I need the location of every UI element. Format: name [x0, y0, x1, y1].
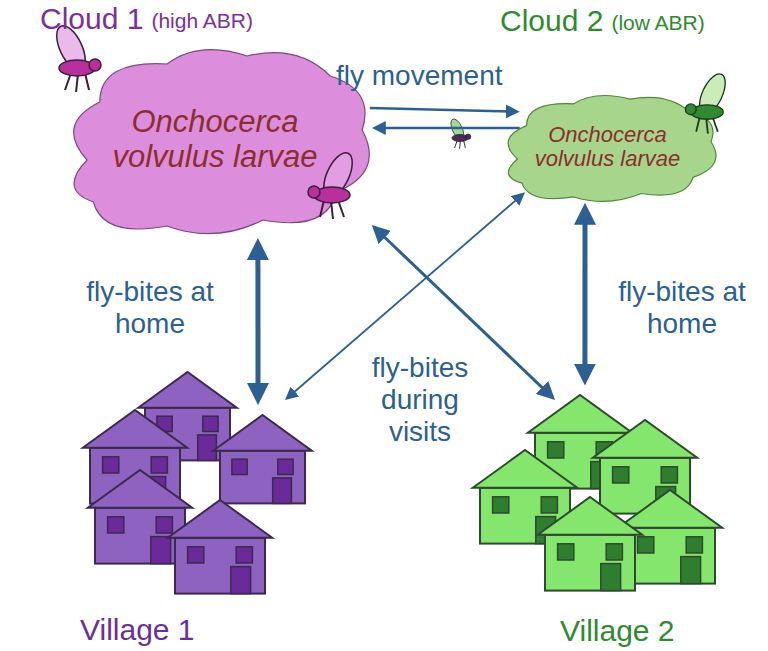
cloud-title: Cloud 2	[500, 4, 603, 38]
house-window	[151, 457, 167, 473]
edge-label: fly-bites at home	[612, 276, 752, 340]
house-roof	[213, 415, 312, 451]
blackfly-icon	[448, 117, 471, 149]
house-wall	[220, 451, 305, 504]
house-window	[188, 547, 204, 563]
cloud-shape	[508, 96, 716, 202]
fly-head	[465, 134, 470, 139]
house-icon	[168, 500, 272, 594]
annotation-label: fly-bites during visits	[355, 352, 485, 449]
house-roof	[528, 395, 632, 433]
house-window	[108, 517, 124, 533]
house-wall	[545, 535, 635, 591]
house-roof	[473, 450, 577, 488]
village-label: Village 2	[560, 614, 675, 648]
house-window	[231, 567, 251, 594]
cloud-region: Cloud 2(low ABR)Onchocerca volvulus larv…	[495, 90, 720, 205]
village-group: Village 1	[65, 370, 310, 610]
cloud-title: Cloud 1	[40, 2, 143, 36]
edge-label: fly movement	[336, 60, 503, 92]
house-roof	[138, 372, 237, 408]
cloud-subtitle: (low ABR)	[611, 11, 704, 35]
house-window	[198, 435, 217, 461]
fly-head	[308, 186, 320, 198]
edge-label: fly-bites at home	[80, 276, 220, 340]
cloud-shape	[74, 50, 370, 234]
house-window	[151, 537, 171, 564]
house-window	[686, 537, 702, 553]
house-window	[601, 564, 621, 591]
house-window	[558, 544, 574, 560]
flow-arrow	[255, 249, 260, 394]
cloud-region: Cloud 1(high ABR)Onchocerca volvulus lar…	[55, 40, 375, 240]
house-window	[638, 537, 654, 553]
cloud-subtitle: (high ABR)	[151, 9, 253, 33]
house-window	[273, 478, 292, 504]
house-roof	[593, 420, 697, 458]
village-group: Village 2	[470, 390, 730, 610]
house-window	[236, 547, 252, 563]
flow-arrow	[379, 127, 520, 130]
house-window	[103, 457, 119, 473]
village-label: Village 1	[80, 613, 195, 647]
flow-arrow	[370, 108, 513, 112]
house-wall	[625, 528, 715, 584]
house-window	[493, 497, 509, 513]
house-window	[278, 459, 293, 474]
larvae-label: Onchocerca volvulus larvae	[513, 123, 703, 172]
house-window	[232, 459, 247, 474]
house-window	[203, 416, 218, 431]
village-houses	[83, 372, 312, 594]
house-window	[548, 442, 564, 458]
house-window	[661, 467, 677, 483]
house-roof	[83, 410, 187, 448]
house-roof	[88, 470, 192, 508]
fly-head	[685, 104, 696, 115]
blackfly-icon	[685, 70, 730, 133]
house-roof	[168, 500, 272, 538]
flow-arrow	[582, 214, 587, 375]
fly-head	[89, 59, 101, 71]
house-window	[606, 544, 622, 560]
house-window	[681, 557, 701, 584]
house-window	[541, 497, 557, 513]
house-roof	[538, 497, 642, 535]
house-icon	[538, 497, 642, 591]
house-roof	[618, 490, 722, 528]
house-window	[613, 467, 629, 483]
larvae-label: Onchocerca volvulus larvae	[80, 105, 350, 174]
house-window	[156, 517, 172, 533]
house-wall	[175, 538, 265, 594]
house-icon	[213, 415, 312, 503]
village-houses	[473, 395, 722, 591]
